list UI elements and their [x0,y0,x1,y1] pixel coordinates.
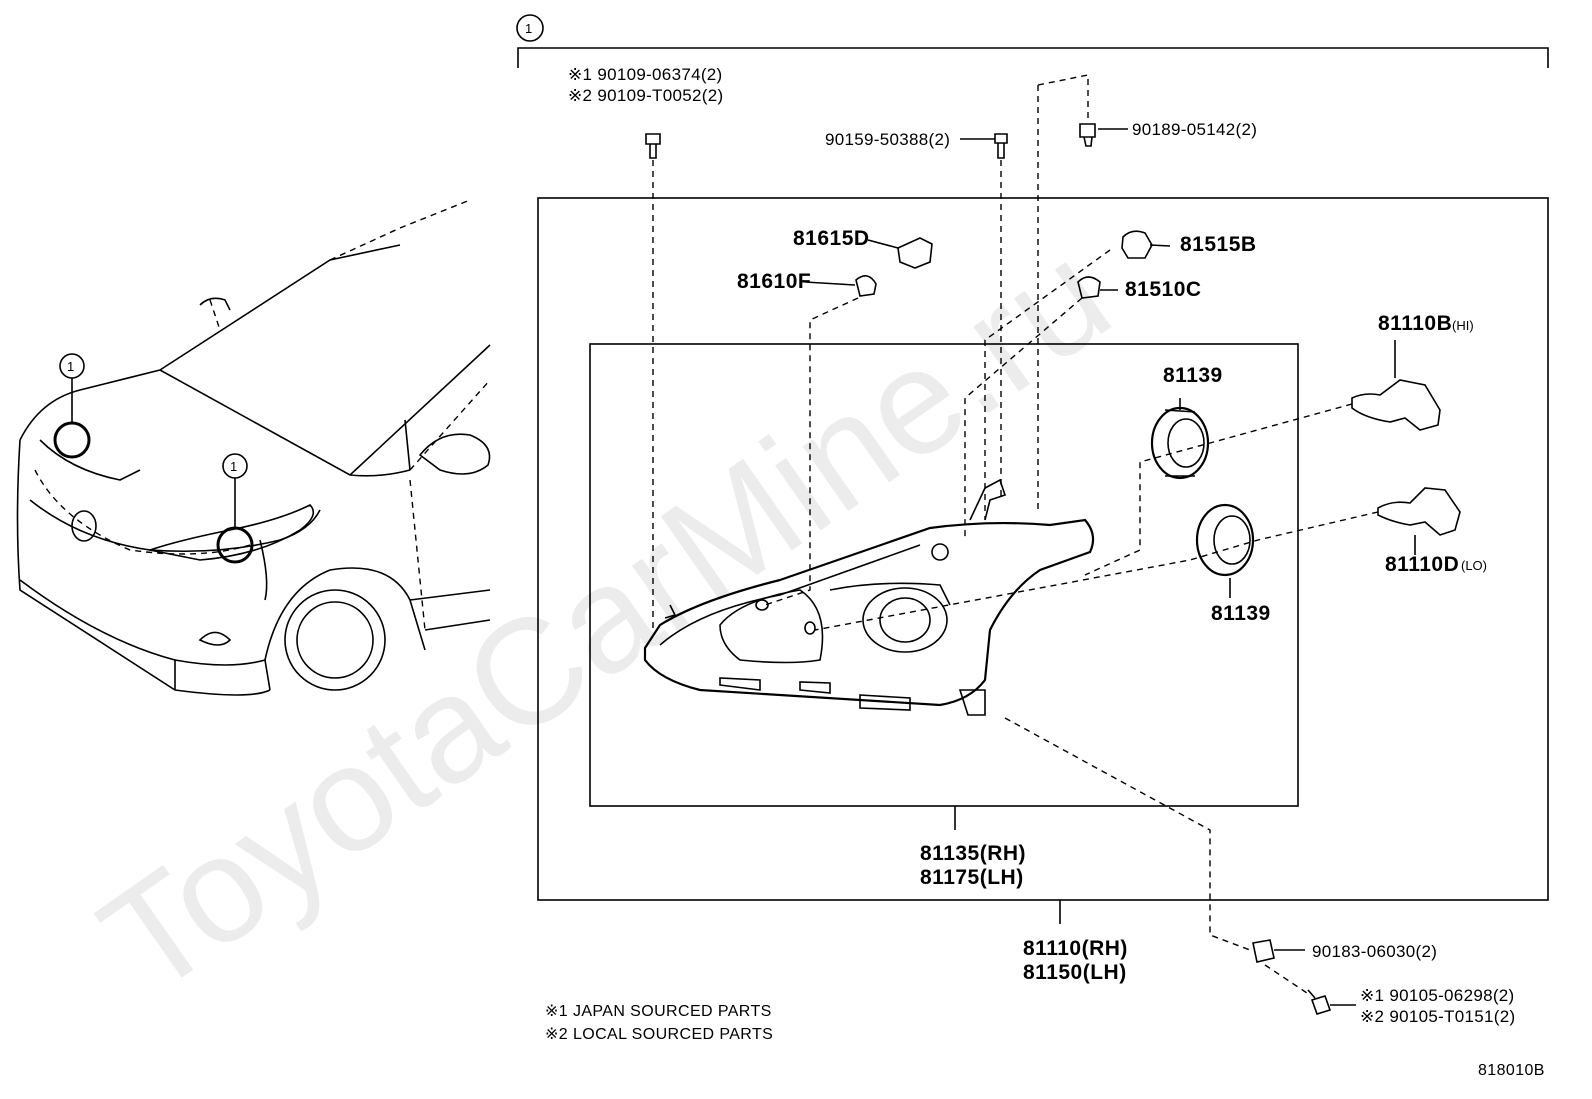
headlamp-housing [643,478,1095,716]
bulb-81510c-shape [1077,276,1101,299]
bulb-81610f-shape [855,275,877,297]
label-bolt-top-mid: 90159-50388(2) [825,130,950,149]
label-bulb-lo: 81110D [1385,553,1459,576]
label-bolt-bottom-2: ※2 90105-T0151(2) [1360,1007,1515,1026]
label-socket-81615d: 81615D [793,227,870,250]
callout-number: 1 [67,359,74,374]
housing-box [589,343,1299,807]
cap-lower-shape [1195,503,1255,577]
bolt-shapes [645,123,1332,1015]
label-bolt-bottom-1: ※1 90105-06298(2) [1360,986,1515,1005]
label-housing-lh: 81175(LH) [920,866,1024,889]
label-bolt-top-left-1: ※1 90109-06374(2) [568,65,723,84]
vehicle-front-view: 1 1 [16,199,491,696]
part-labels: ※1 90109-06374(2) ※2 90109-T0052(2) 9015… [545,65,1545,1079]
label-assembly-lh: 81150(LH) [1023,961,1127,984]
label-nut: 90183-06030(2) [1312,942,1437,961]
callout-number: 1 [230,459,237,474]
assembly-box [537,197,1549,901]
leader-lines [652,74,1379,1006]
cap-upper-shape [1150,406,1210,480]
label-bulb-hi-tag: (HI) [1452,318,1474,333]
socket-81515b-shape [1121,230,1153,259]
label-bulb-81510c: 81510C [1125,278,1202,301]
diagram-code: 818010B [1478,1062,1545,1079]
bulb-lo-shape [1377,487,1461,555]
label-assembly-rh: 81110(RH) [1023,937,1128,960]
label-bulb-hi: 81110B [1378,312,1452,335]
headlamp-location-marker [53,421,91,459]
assembly-bracket: 1 [516,14,1549,68]
label-housing-rh: 81135(RH) [920,842,1026,865]
label-cap-lower: 81139 [1211,602,1271,625]
note-local-sourced: ※2 LOCAL SOURCED PARTS [545,1026,773,1043]
label-socket-81515b: 81515B [1180,233,1257,256]
bulb-hi-shape [1351,340,1441,431]
callout-number: 1 [525,21,532,36]
label-clip-top-right: 90189-05142(2) [1132,120,1257,139]
note-japan-sourced: ※1 JAPAN SOURCED PARTS [545,1003,772,1020]
label-bulb-lo-tag: (LO) [1461,558,1487,573]
label-cap-upper: 81139 [1163,364,1223,387]
headlamp-location-marker [216,526,254,564]
label-bolt-top-left-2: ※2 90109-T0052(2) [568,86,723,105]
label-bulb-81610f: 81610F [737,270,811,293]
watermark: ToyotaCarMine.ru [72,210,1138,1027]
socket-81615d-shape [897,237,933,269]
